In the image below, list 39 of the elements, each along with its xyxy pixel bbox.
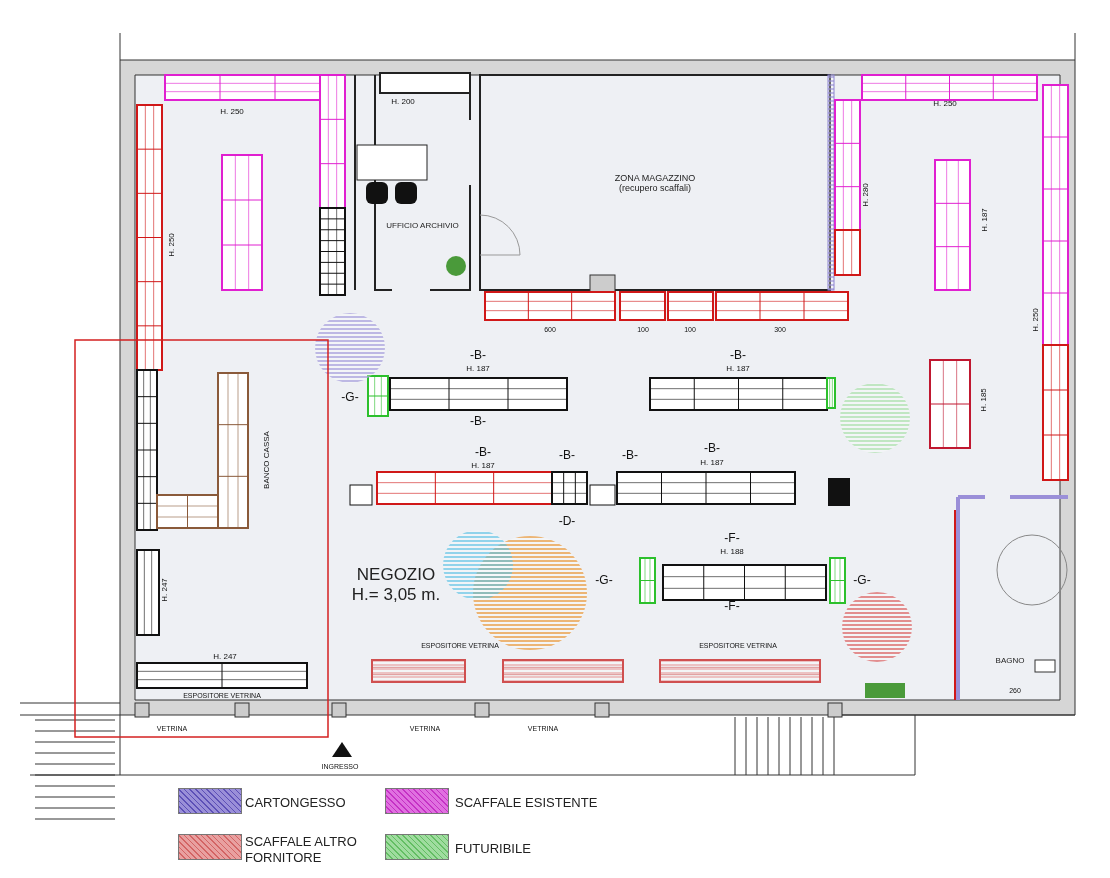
room-label: (recupero scaffali) xyxy=(619,182,691,193)
legend-label: CARTONGESSO xyxy=(245,795,347,812)
height-note: H. 247 xyxy=(213,653,237,661)
section-mark: -G- xyxy=(341,391,359,403)
section-mark: -F- xyxy=(724,532,740,544)
height-note: H. 188 xyxy=(720,548,744,556)
height-note: H. 187 xyxy=(981,208,989,232)
room-label: NEGOZIO xyxy=(356,565,436,585)
height-note: H. 250 xyxy=(168,233,176,257)
height-note: H. 187 xyxy=(471,462,495,470)
section-mark: -D- xyxy=(558,515,576,527)
height-note: H. 250 xyxy=(933,100,957,108)
height-note: H. 187 xyxy=(700,459,724,467)
section-mark: -G- xyxy=(853,574,871,586)
room-label: H.= 3,05 m. xyxy=(351,585,441,605)
section-mark: -B- xyxy=(730,349,746,361)
height-note: H. 250 xyxy=(220,108,244,116)
room-label: ZONA MAGAZZINO xyxy=(614,172,696,183)
legend-label: FUTURIBILE xyxy=(455,841,532,858)
height-note: H. 187 xyxy=(726,365,750,373)
furniture-label: BANCO CASSA xyxy=(263,431,271,489)
section-mark: -B- xyxy=(622,449,638,461)
section-mark: -F- xyxy=(724,600,740,612)
section-mark: -B- xyxy=(559,449,575,461)
height-note: H. 200 xyxy=(391,98,415,106)
room-label: UFFICIO ARCHIVIO xyxy=(386,220,459,230)
legend-label: SCAFFALE ALTRO FORNITORE xyxy=(245,834,358,867)
section-mark: -G- xyxy=(595,574,613,586)
section-mark: -B- xyxy=(470,349,486,361)
height-note: H. 280 xyxy=(862,183,870,207)
section-mark: -B- xyxy=(704,442,720,454)
legend-label: SCAFFALE ESISTENTE xyxy=(455,795,599,812)
height-note: H. 250 xyxy=(1032,308,1040,332)
section-mark: -B- xyxy=(475,446,491,458)
room-label: BAGNO xyxy=(995,655,1025,665)
height-note: H. 185 xyxy=(980,388,988,412)
height-note: H. 187 xyxy=(466,365,490,373)
height-note: H. 247 xyxy=(161,578,169,602)
section-mark: -B- xyxy=(470,415,486,427)
